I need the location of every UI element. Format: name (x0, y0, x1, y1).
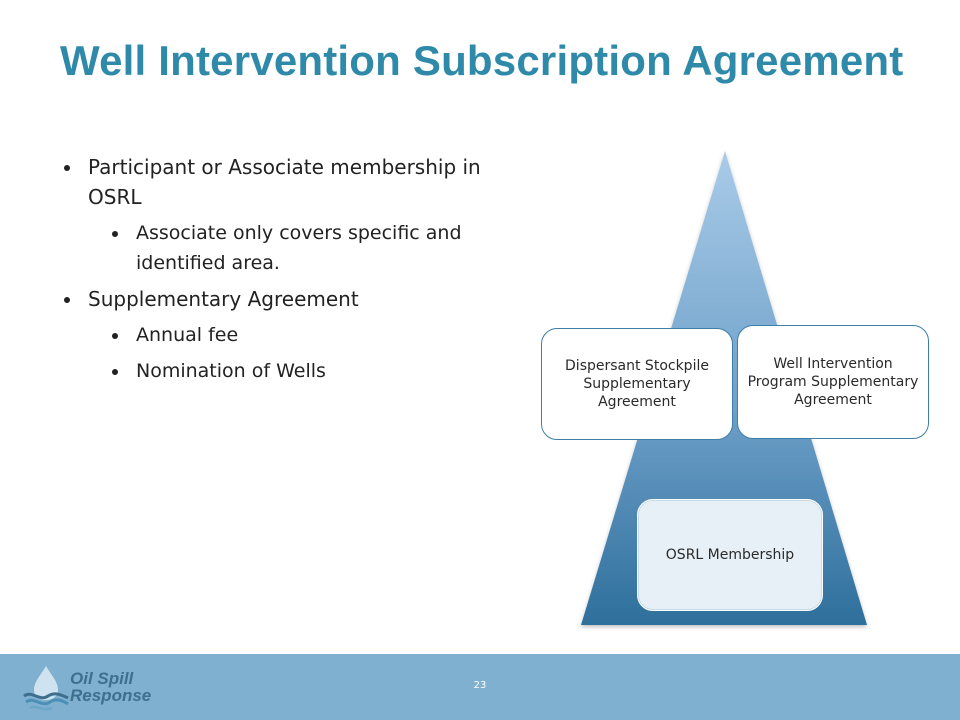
bullet-text: Supplementary Agreement (88, 287, 359, 311)
membership-pyramid-diagram: Dispersant Stockpile Supplementary Agree… (535, 145, 935, 635)
sub-bullet-item: Annual fee (108, 320, 520, 350)
bullet-text: Annual fee (136, 324, 239, 346)
osrl-membership-box: OSRL Membership (637, 499, 823, 611)
slide-title: Well Intervention Subscription Agreement (60, 37, 904, 84)
logo-wordmark: Oil Spill Response (70, 670, 151, 704)
sub-bullet-item: Associate only covers specific and ident… (108, 218, 520, 278)
water-drop-wave-icon (23, 666, 69, 711)
bullet-list: Participant or Associate membership in O… (60, 152, 520, 392)
bullet-text: Participant or Associate membership in O… (88, 155, 481, 209)
logo-line-2: Response (70, 686, 152, 705)
well-intervention-program-box: Well Intervention Program Supplementary … (737, 325, 929, 439)
bullet-text: Associate only covers specific and ident… (136, 222, 462, 274)
bullet-dot-icon (64, 297, 70, 303)
bullet-dot-icon (112, 369, 118, 375)
bullet-dot-icon (112, 231, 118, 237)
page-number: 23 (473, 680, 487, 691)
sub-bullet-item: Nomination of Wells (108, 356, 520, 386)
footer-bar: Oil Spill Response 23 (0, 654, 960, 720)
oil-spill-response-logo: Oil Spill Response (20, 662, 170, 714)
bullet-dot-icon (64, 165, 70, 171)
logo-line-1: Oil Spill (70, 669, 134, 688)
bullet-item: Participant or Associate membership in O… (60, 152, 520, 212)
bullet-text: Nomination of Wells (136, 360, 326, 382)
bullet-item: Supplementary Agreement (60, 284, 520, 314)
dispersant-stockpile-box: Dispersant Stockpile Supplementary Agree… (541, 328, 733, 440)
bullet-dot-icon (112, 333, 118, 339)
